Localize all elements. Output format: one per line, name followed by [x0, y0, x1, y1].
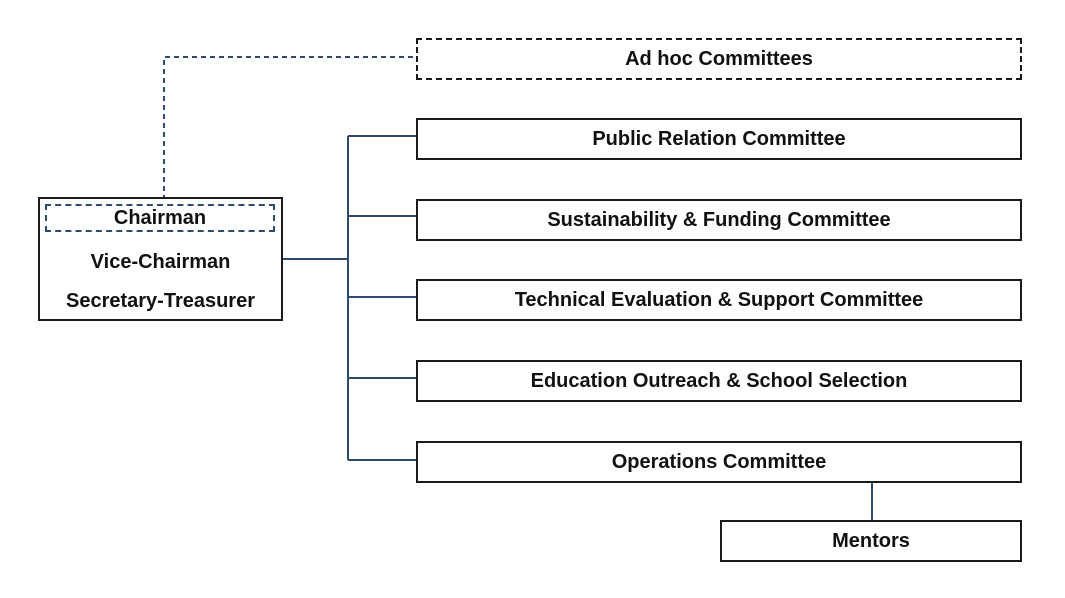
committee-box-4: Education Outreach & School Selection: [416, 360, 1022, 402]
committee-box-1: Public Relation Committee: [416, 118, 1022, 160]
chairman-label: Chairman: [45, 204, 275, 232]
mentors-box: Mentors: [720, 520, 1022, 562]
committee-box-5: Operations Committee: [416, 441, 1022, 483]
secretary-treasurer-label: Secretary-Treasurer: [65, 290, 255, 312]
adhoc-committees-box: Ad hoc Committees: [416, 38, 1022, 80]
adhoc-connector: [163, 56, 416, 200]
executive-box: Chairman Vice-Chairman Secretary-Treasur…: [38, 197, 283, 321]
committee-box-3: Technical Evaluation & Support Committee: [416, 279, 1022, 321]
committee-box-2: Sustainability & Funding Committee: [416, 199, 1022, 241]
vice-chairman-label: Vice-Chairman: [90, 251, 231, 273]
